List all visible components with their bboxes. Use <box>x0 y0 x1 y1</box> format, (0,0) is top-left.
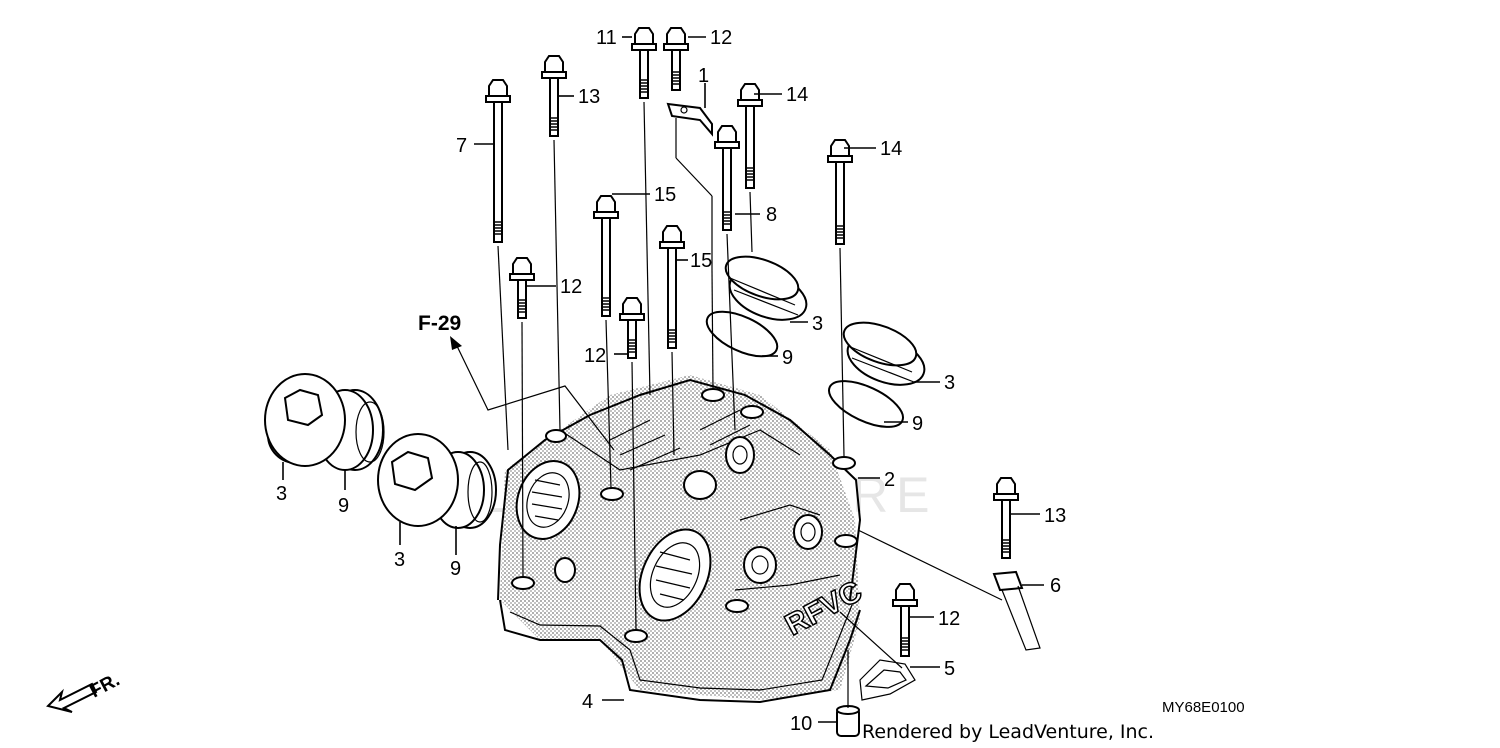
front-arrow-icon <box>46 682 98 713</box>
callout-15: 15 <box>690 250 712 272</box>
callout-12: 12 <box>560 276 582 298</box>
callout-12: 12 <box>938 608 960 630</box>
reference-label: F-29 <box>418 312 461 335</box>
bolt-13-top <box>541 55 567 137</box>
leader-lines <box>282 36 1044 723</box>
callout-3: 3 <box>812 313 823 335</box>
callout-14: 14 <box>880 138 902 160</box>
bolt-14-upper <box>737 83 763 189</box>
callout-7: 7 <box>456 135 467 157</box>
callout-9: 9 <box>782 347 793 369</box>
clamp-5 <box>859 659 916 701</box>
callout-9: 9 <box>338 495 349 517</box>
callout-11: 11 <box>596 27 617 49</box>
callout-13: 13 <box>578 86 600 108</box>
bolt-15-left <box>593 195 619 317</box>
callout-4: 4 <box>582 691 593 713</box>
bolt-7 <box>485 79 511 243</box>
cap-plug-upper-right-2 <box>828 321 926 428</box>
callout-15: 15 <box>654 184 676 206</box>
cap-plug-left-1 <box>264 373 385 471</box>
bolt-14-right <box>827 139 853 245</box>
callout-1: 1 <box>698 65 709 87</box>
callouts: 11 12 1 13 14 7 14 15 8 15 12 3 12 9 3 9… <box>276 27 1066 735</box>
bolt-12-lower-right <box>892 583 918 657</box>
callout-8: 8 <box>766 204 777 226</box>
callout-9: 9 <box>450 558 461 580</box>
bolt-12-top <box>663 27 689 91</box>
callout-5: 5 <box>944 658 955 680</box>
cap-plug-upper-right-1 <box>705 255 808 358</box>
callout-3: 3 <box>276 483 287 505</box>
callout-6: 6 <box>1050 575 1061 597</box>
cap-10 <box>836 705 860 737</box>
callout-9: 9 <box>912 413 923 435</box>
cylinder-head-cover: RFVC <box>497 375 868 704</box>
diagram-code: MY68E0100 <box>1162 699 1245 716</box>
bolt-13-right <box>993 477 1019 559</box>
bolt-15-right <box>659 225 685 349</box>
callout-12: 12 <box>584 345 606 367</box>
callout-12: 12 <box>710 27 732 49</box>
bolt-12-upper-left <box>509 257 535 319</box>
render-credit: Rendered by LeadVenture, Inc. <box>862 721 1154 743</box>
bracket-1 <box>666 102 713 137</box>
callout-3: 3 <box>944 372 955 394</box>
callout-14: 14 <box>786 84 808 106</box>
bolt-8 <box>714 125 740 231</box>
callout-13: 13 <box>1044 505 1066 527</box>
front-label: FR. <box>86 670 123 703</box>
bolt-11 <box>631 27 657 99</box>
bolt-12-middle <box>619 297 645 359</box>
callout-10: 10 <box>790 713 812 735</box>
clamp-6 <box>992 570 1041 651</box>
callout-3: 3 <box>394 549 405 571</box>
cap-plug-left-2 <box>377 433 497 529</box>
callout-2: 2 <box>884 469 895 491</box>
